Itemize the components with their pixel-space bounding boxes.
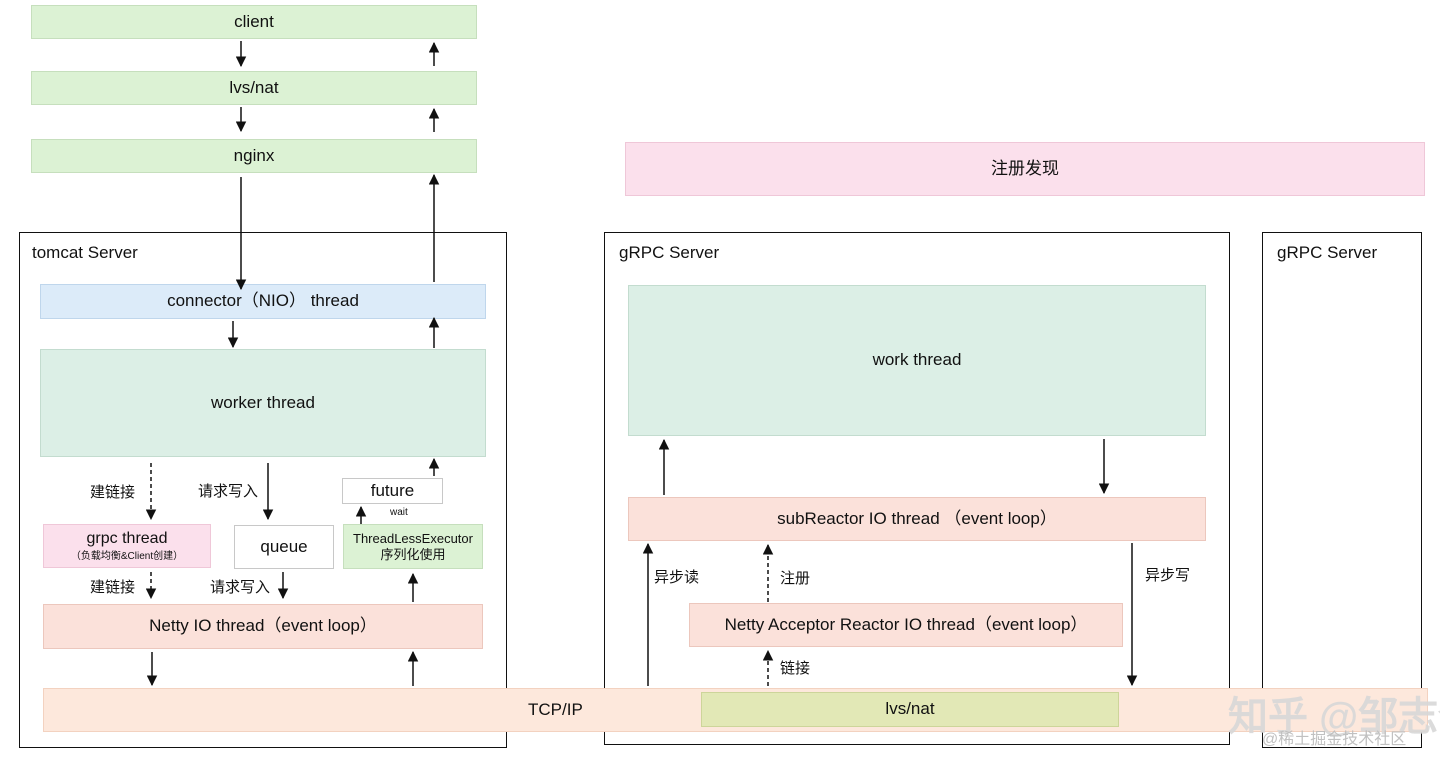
lvs-nat-bottom-label: lvs/nat <box>885 699 935 719</box>
grpc-server-2-title: gRPC Server <box>1277 243 1378 262</box>
tcp-ip-label: TCP/IP <box>528 699 583 719</box>
registry-label: 注册发现 <box>991 158 1059 178</box>
executor-line2: 序列化使用 <box>380 546 446 562</box>
label-register: 注册 <box>780 570 811 587</box>
client-label: client <box>234 11 274 31</box>
nginx-box: nginx <box>31 139 477 173</box>
lvs-nat-top-box: lvs/nat <box>31 71 477 105</box>
sub-reactor-label: subReactor IO thread （event loop） <box>777 508 1057 528</box>
label-connect-bottom: 建链接 <box>90 579 136 596</box>
label-write-top: 请求写入 <box>198 483 259 500</box>
label-link: 链接 <box>780 660 811 677</box>
label-write-bottom: 请求写入 <box>210 579 271 596</box>
watermark-sub: @稀土掘金技术社区 <box>1262 731 1407 748</box>
netty-io-thread-label: Netty IO thread（event loop） <box>149 616 377 636</box>
client-box: client <box>31 5 477 39</box>
future-label: future <box>370 480 415 500</box>
connector-thread-box: connector（NIO） thread <box>40 284 486 319</box>
label-connect-top: 建链接 <box>90 484 136 501</box>
grpc-thread-sublabel: （负载均衡&Client创建） <box>70 550 184 562</box>
acceptor-reactor-box: Netty Acceptor Reactor IO thread（event l… <box>689 603 1123 647</box>
grpc-thread-box: grpc thread （负载均衡&Client创建） <box>43 524 211 568</box>
queue-label: queue <box>260 536 308 556</box>
future-box: future <box>342 478 443 504</box>
queue-box: queue <box>234 525 334 569</box>
tomcat-server-title: tomcat Server <box>32 243 138 262</box>
grpc-thread-label: grpc thread <box>86 530 168 548</box>
grpc-server-title: gRPC Server <box>619 243 720 262</box>
grpc-server-2-frame <box>1262 232 1422 748</box>
label-async-write: 异步写 <box>1145 567 1191 584</box>
lvs-nat-bottom-box: lvs/nat <box>701 692 1119 727</box>
grpc-server-frame <box>604 232 1230 745</box>
connector-thread-label: connector（NIO） thread <box>167 291 359 311</box>
thread-less-executor-box: ThreadLessExecutor 序列化使用 <box>343 524 483 569</box>
worker-thread-label: worker thread <box>211 392 315 412</box>
sub-reactor-box: subReactor IO thread （event loop） <box>628 497 1206 541</box>
work-thread-label: work thread <box>872 350 962 370</box>
registry-box: 注册发现 <box>625 142 1425 196</box>
watermark-main: 知乎 @邹志全 <box>1228 695 1440 739</box>
executor-line1: ThreadLessExecutor <box>353 530 473 546</box>
tomcat-server-frame <box>19 232 507 748</box>
wait-label: wait <box>390 507 408 518</box>
label-async-read: 异步读 <box>654 569 700 586</box>
lvs-nat-top-label: lvs/nat <box>229 77 279 97</box>
work-thread-box: work thread <box>628 285 1206 436</box>
worker-thread-box: worker thread <box>40 349 486 457</box>
nginx-label: nginx <box>233 145 275 165</box>
acceptor-reactor-label: Netty Acceptor Reactor IO thread（event l… <box>724 614 1088 634</box>
netty-io-thread-box: Netty IO thread（event loop） <box>43 604 483 649</box>
